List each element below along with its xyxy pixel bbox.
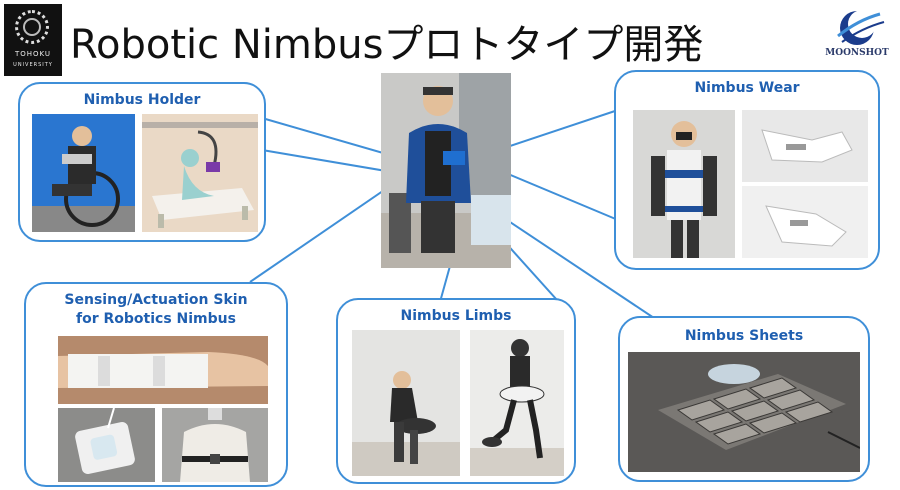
wear-glove-photo-bottom — [742, 186, 868, 258]
limbs-seated-photo — [352, 330, 460, 476]
skin-label-line2: for Robotics Nimbus — [76, 311, 236, 327]
tohoku-university-logo: TOHOKU UNIVERSITY — [4, 4, 62, 76]
nimbus-wear-label: Nimbus Wear — [694, 80, 800, 96]
nimbus-sheets-label: Nimbus Sheets — [684, 328, 804, 344]
skin-device-photo — [58, 408, 155, 482]
skin-mannequin-photo — [162, 408, 268, 482]
nimbus-limbs-label: Nimbus Limbs — [400, 308, 512, 324]
skin-arm-photo — [58, 336, 268, 404]
wear-person-photo — [633, 110, 735, 258]
slide-title: Robotic Nimbusプロトタイプ開発 — [70, 22, 704, 68]
wear-glove-photo-top — [742, 110, 868, 182]
holder-bed-illustration — [142, 114, 258, 232]
holder-wheelchair-photo — [32, 114, 135, 232]
nimbus-holder-label: Nimbus Holder — [83, 92, 201, 108]
sheets-actuator-photo — [628, 352, 860, 472]
skin-label-line1: Sensing/Actuation Skin — [64, 292, 248, 308]
center-robotic-nimbus-photo — [381, 73, 511, 268]
limbs-robot-legs-photo — [470, 330, 564, 476]
moonshot-logo: MOONSHOT — [818, 6, 896, 66]
